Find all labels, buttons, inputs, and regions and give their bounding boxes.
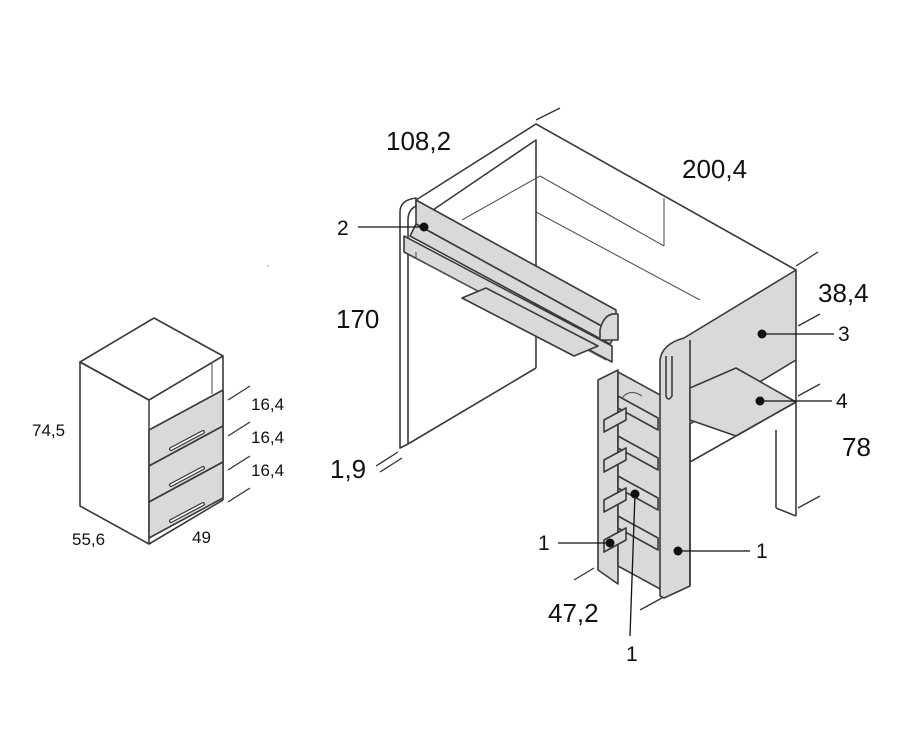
ladder-side-step <box>603 447 627 473</box>
dim-tick <box>797 495 821 509</box>
stray-dot <box>267 265 269 267</box>
drawer-handle-icon <box>170 503 204 522</box>
ladder-left-rail <box>597 369 619 585</box>
callout-dot <box>755 396 765 406</box>
drawer-3-height-label: 16,4 <box>251 461 284 480</box>
mattress-edge <box>535 211 701 301</box>
bed-inner-frame <box>429 139 537 213</box>
dim-tick <box>227 455 251 471</box>
callout-ladder-right: 1 <box>756 540 768 563</box>
dim-tick <box>227 385 251 401</box>
callout-dot <box>605 538 615 548</box>
callout-dot <box>673 546 683 556</box>
drawer-2-height-label: 16,4 <box>251 428 284 447</box>
callout-ladder-left: 1 <box>538 532 550 555</box>
dim-tick <box>797 313 821 327</box>
dim-tick <box>227 421 251 437</box>
dim-tick <box>535 107 561 121</box>
drawer-1-height-label: 16,4 <box>251 395 284 414</box>
callout-ladder-bottom: 1 <box>626 643 638 666</box>
desk-width-label: 49 <box>192 528 211 547</box>
under-shelf <box>461 287 599 357</box>
dim-tick <box>797 383 821 397</box>
ladder-width-label: 47,2 <box>548 598 599 628</box>
bed-width-label: 108,2 <box>386 126 451 156</box>
drawer-desk: 74,5 16,4 16,4 16,4 55,6 49 <box>32 317 284 549</box>
end-panel-handle-icon <box>665 356 673 400</box>
mattress-edge <box>539 175 665 247</box>
callout-line <box>629 493 636 637</box>
ladder-step <box>617 435 659 471</box>
desk-bottom-edge <box>148 499 224 545</box>
dim-tick <box>639 597 663 611</box>
bed-height-label: 170 <box>336 304 379 334</box>
callout-end-panel: 3 <box>838 323 850 346</box>
bed-left-bottom-rail <box>407 367 537 445</box>
end-panel-foot <box>775 507 797 517</box>
guard-rail-face <box>409 223 617 345</box>
callout-dot <box>630 489 640 499</box>
drawer-handle-icon <box>170 467 204 486</box>
drawer-front-3 <box>148 461 224 539</box>
desk-top <box>79 317 224 401</box>
end-panel <box>659 269 797 599</box>
callout-dot <box>757 329 767 339</box>
ladder-side-step <box>603 487 627 513</box>
side-shelf-underside <box>689 435 737 463</box>
ladder-step <box>617 515 659 551</box>
bed-top-frame <box>415 123 797 271</box>
desk-depth-label: 55,6 <box>72 530 105 549</box>
desk-side <box>79 361 150 545</box>
guard-height-label: 38,4 <box>818 278 869 308</box>
callout-shelf: 4 <box>836 390 848 413</box>
guard-rail-cap <box>599 313 619 341</box>
mattress-edge <box>461 175 541 221</box>
ladder-side-step <box>603 407 627 433</box>
leg-thickness-label: 1,9 <box>330 454 366 484</box>
shelf-height-label: 78 <box>842 432 871 462</box>
dim-tick <box>573 567 595 581</box>
callout-guard-rail: 2 <box>337 217 349 240</box>
drawer-handle-icon <box>170 431 204 450</box>
loft-bed: 108,2 200,4 170 1,9 38,4 78 47,2 2 3 4 1… <box>330 107 871 666</box>
dim-tick <box>795 251 819 267</box>
ladder-step <box>617 395 659 431</box>
desk-height-label: 74,5 <box>32 421 65 440</box>
callout-dot <box>419 222 429 232</box>
dim-tick <box>227 487 251 503</box>
ladder-arch <box>621 391 643 399</box>
bed-length-label: 200,4 <box>682 154 747 184</box>
dim-tick <box>375 451 399 467</box>
side-shelf-underside <box>735 401 797 437</box>
dim-tick <box>379 457 403 473</box>
